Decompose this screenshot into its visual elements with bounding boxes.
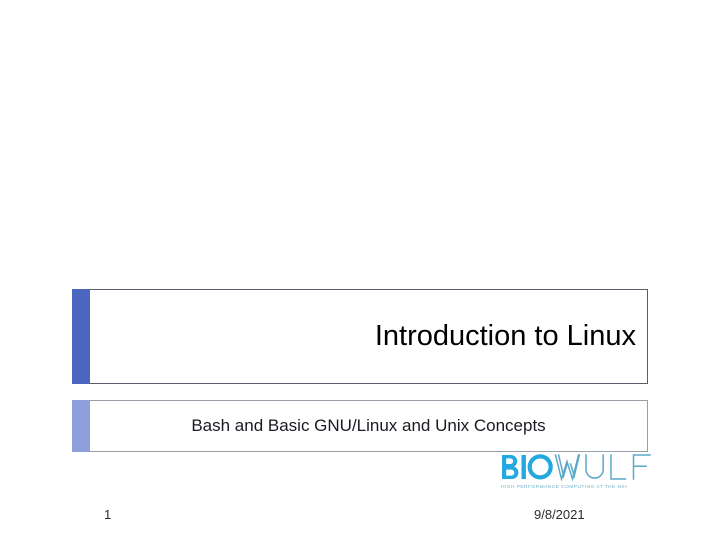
title-placeholder: Introduction to Linux: [72, 289, 648, 384]
title-box: Introduction to Linux: [90, 289, 648, 384]
slide-subtitle: Bash and Basic GNU/Linux and Unix Concep…: [191, 415, 546, 435]
logo-wulf-letters: [554, 454, 651, 482]
subtitle-box: Bash and Basic GNU/Linux and Unix Concep…: [90, 400, 648, 452]
slide-title: Introduction to Linux: [374, 319, 636, 352]
biowulf-logo: HIGH PERFORMANCE COMPUTING AT THE NIH: [500, 452, 654, 492]
subtitle-placeholder: Bash and Basic GNU/Linux and Unix Concep…: [72, 400, 648, 452]
footer-date: 9/8/2021: [534, 507, 585, 522]
logo-bio-letters: [502, 454, 553, 480]
logo-tagline: HIGH PERFORMANCE COMPUTING AT THE NIH: [501, 484, 627, 490]
subtitle-accent-bar: [72, 400, 90, 452]
footer-page-number: 1: [104, 507, 112, 522]
title-accent-bar: [72, 289, 90, 384]
